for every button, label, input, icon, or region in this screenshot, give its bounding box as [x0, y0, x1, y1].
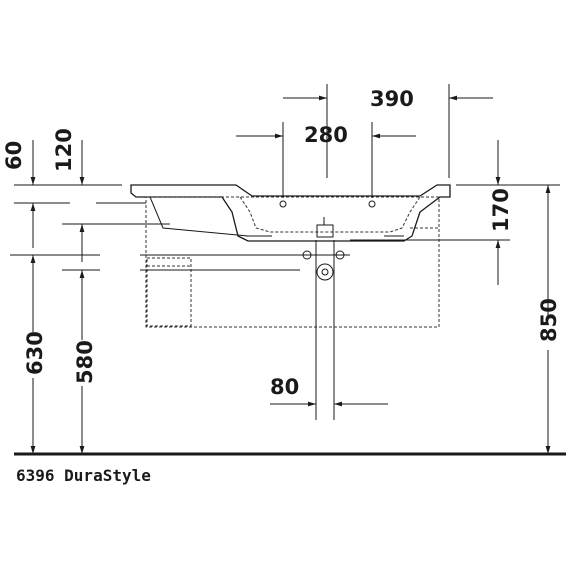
dim-630-label: 630: [23, 331, 47, 375]
dim-850-label: 850: [537, 298, 561, 342]
dim-280: 280: [236, 122, 416, 198]
dim-630: 630: [23, 255, 47, 454]
dim-170-label: 170: [489, 188, 513, 232]
dim-390-label: 390: [370, 87, 414, 111]
dim-120-label: 120: [52, 128, 76, 172]
washbasin-outline: [130, 184, 451, 242]
dim-580-label: 580: [73, 340, 97, 384]
vanity-unit-outline: [145, 196, 440, 328]
dim-80: 80: [270, 375, 388, 407]
reference-lines: [10, 184, 560, 271]
dim-280-label: 280: [304, 123, 348, 147]
dim-850: 850: [537, 185, 561, 454]
dim-60: 60: [2, 140, 36, 248]
dim-170: 170: [489, 140, 513, 285]
dim-60-label: 60: [2, 141, 26, 170]
waste-connection: [296, 240, 350, 420]
product-caption: 6396 DuraStyle: [16, 466, 151, 485]
dim-80-label: 80: [270, 375, 299, 399]
dim-120: 120: [52, 128, 85, 262]
dim-580: 580: [73, 270, 97, 454]
dim-390: 390: [283, 84, 493, 178]
